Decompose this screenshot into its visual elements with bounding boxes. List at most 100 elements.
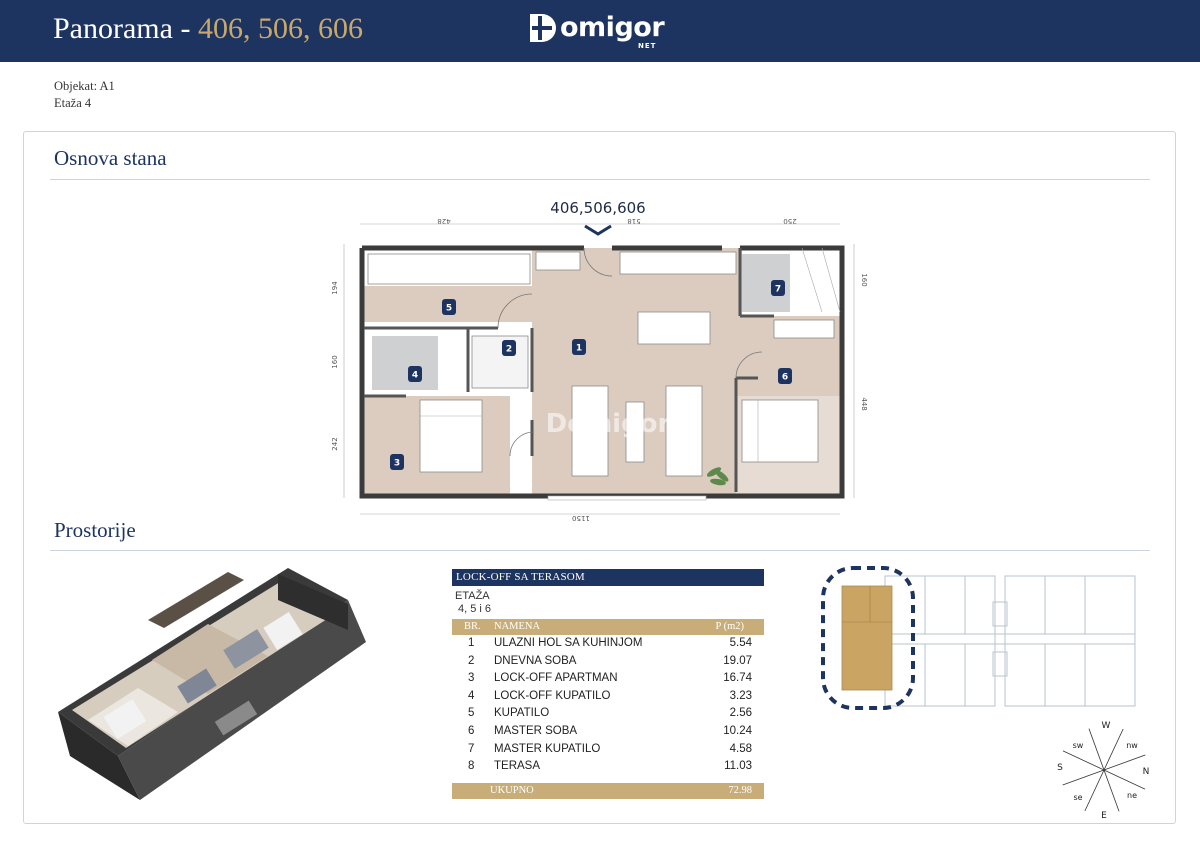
row-area: 11.03 [724,760,752,773]
row-area: 3.23 [729,689,752,702]
row-name: ULAZNI HOL SA KUHINJOM [494,637,643,649]
column-number: BR. [464,621,481,632]
row-number: 4 [468,689,475,702]
dim-bottom: 1150 [572,514,590,522]
table-row: 1 ULAZNI HOL SA KUHINJOM 5.54 [452,635,764,653]
object-meta: Objekat: A1 Etaža 4 [54,78,115,112]
domigor-logo[interactable]: omigor NET [528,12,665,52]
plan-watermark: Domigor [546,409,671,439]
apartment-3d-render [58,568,366,800]
room-marker-5[interactable]: 5 [442,299,456,315]
compass-rose-icon: N S E W ne nw se sw [1057,721,1150,821]
column-name: NAMENA [494,621,541,632]
dim-top-2: 518 [627,217,640,225]
table-heading: LOCK-OFF SA TERASOM [452,569,764,586]
compass-nw: nw [1126,741,1138,750]
svg-text:6: 6 [782,373,788,383]
table-row: 8 TERASA 11.03 [452,758,764,776]
plan-section-title: Osnova stana [54,146,167,170]
page-header: Panorama - 406, 506, 606 omigor NET [0,0,1200,62]
row-number: 2 [468,654,475,667]
row-number: 6 [468,724,475,737]
room-marker-4[interactable]: 4 [408,366,422,382]
dim-left-2: 160 [331,355,339,368]
svg-text:1: 1 [576,344,582,354]
row-number: 5 [468,707,475,720]
unit-highlight-outline [821,566,915,710]
dim-left-1: 194 [331,281,339,295]
row-number: 1 [468,637,475,649]
row-area: 19.07 [723,654,752,667]
logo-text: omigor [560,12,665,43]
table-row: 6 MASTER SOBA 10.24 [452,723,764,741]
total-value: 72.98 [728,784,752,796]
row-name: KUPATILO [494,707,550,720]
floors-value: 4, 5 i 6 [458,603,492,615]
row-area: 2.56 [729,707,752,720]
table-row: 4 LOCK-OFF KUPATILO 3.23 [452,688,764,706]
rooms-section-divider [50,550,1150,551]
room-marker-2[interactable]: 2 [502,340,516,356]
plan-section-divider [50,179,1150,180]
row-number: 3 [468,672,475,685]
table-total-row: UKUPNO 72.98 [452,782,764,799]
page-title: Panorama - 406, 506, 606 [53,12,363,46]
row-area: 4.58 [729,742,752,755]
unit-numbers: 406, 506, 606 [197,12,363,45]
entrance-chevron-icon [584,224,612,236]
project-name: Panorama - [53,12,198,45]
object-label: Objekat: A1 [54,79,115,93]
svg-text:4: 4 [412,371,418,381]
floors-label: ETAŽA [455,590,490,602]
floor-label: Etaža 4 [54,96,92,110]
compass-sw: sw [1073,741,1084,750]
table-column-header: BR. NAMENA P (m2) [452,619,764,635]
compass-s: S [1057,763,1063,773]
content-frame [23,131,1176,824]
row-name: LOCK-OFF APARTMAN [494,672,618,685]
rooms-section-title: Prostorije [54,518,136,542]
table-row: 2 DNEVNA SOBA 19.07 [452,653,764,671]
svg-text:7: 7 [775,285,781,295]
dim-right-1: 160 [860,273,868,286]
table-row: 5 KUPATILO 2.56 [452,705,764,723]
room-marker-6[interactable]: 6 [778,368,792,384]
rooms-table: LOCK-OFF SA TERASOM ETAŽA 4, 5 i 6 BR. N… [452,569,764,799]
row-name: LOCK-OFF KUPATILO [494,689,611,702]
room-marker-3[interactable]: 3 [390,454,404,470]
table-row: 3 LOCK-OFF APARTMAN 16.74 [452,670,764,688]
dim-left-3: 242 [331,437,339,450]
logo-net: NET [638,42,657,50]
svg-text:3: 3 [394,459,400,469]
room-marker-1[interactable]: 1 [572,339,586,355]
compass-n: N [1143,767,1150,777]
dim-top-3: 250 [783,217,796,225]
compass-se: se [1073,793,1082,802]
compass-w: W [1102,721,1111,731]
highlighted-unit [841,585,893,691]
total-label: UKUPNO [490,784,534,796]
row-number: 8 [468,760,475,773]
dim-right-2: 448 [860,397,868,410]
svg-text:5: 5 [446,304,452,314]
row-area: 10.24 [723,724,752,737]
column-area: P (m2) [715,621,745,632]
logo-mark-icon [530,14,556,42]
row-name: TERASA [494,760,541,773]
row-area: 5.54 [729,637,752,649]
row-number: 7 [468,742,475,755]
room-marker-7[interactable]: 7 [771,280,785,296]
compass-e: E [1101,811,1107,821]
plant-icon [706,467,729,486]
dim-top-1: 428 [437,217,450,225]
row-area: 16.74 [723,672,752,685]
row-name: DNEVNA SOBA [494,654,577,667]
compass-ne: ne [1127,791,1137,800]
building-site-plan [821,566,1136,710]
unit-label: 406,506,606 [550,199,645,217]
floor-plan: 406,506,606 428 518 250 194 160 242 160 … [331,199,868,522]
svg-text:2: 2 [506,345,512,355]
row-name: MASTER SOBA [494,724,578,737]
